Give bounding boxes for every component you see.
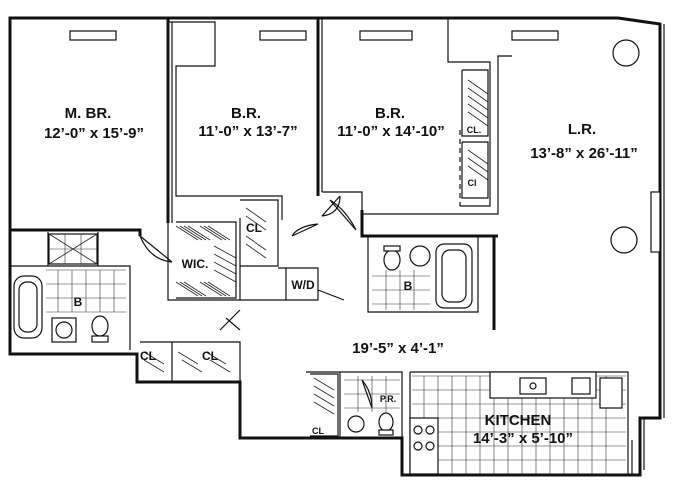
bedroom-2-name: B.R. xyxy=(231,105,261,122)
closet-label-br2: CL xyxy=(246,221,262,235)
small-labels: WIC. W/D CL CL. Cl CL CL CL B B P.R. xyxy=(74,125,482,436)
bath-1-label: B xyxy=(74,295,83,309)
windows xyxy=(69,30,661,253)
kitchen-fixtures xyxy=(409,371,626,475)
closet-label-powder: CL xyxy=(312,426,324,436)
living-room-dims: 13’-8” x 26’-11” xyxy=(530,145,638,162)
closet-label-br3-upper: CL. xyxy=(467,125,482,135)
bedroom-3-name: B.R. xyxy=(375,105,405,122)
living-room-name: L.R. xyxy=(568,121,596,138)
closet-label-hall-1: CL xyxy=(140,349,156,363)
closet-hatching xyxy=(143,69,489,437)
master-bath-fixtures xyxy=(13,233,126,343)
hallway-dims: 19’-5” x 4’-1” xyxy=(352,340,444,357)
powder-room-fixtures xyxy=(344,376,400,436)
master-bedroom-name: M. BR. xyxy=(65,105,112,122)
kitchen-dims: 14’-3” x 5’-10” xyxy=(473,430,573,447)
powder-room-label: P.R. xyxy=(380,394,396,404)
kitchen-name: KITCHEN xyxy=(485,412,552,429)
washer-dryer-label: W/D xyxy=(291,278,315,292)
closet-label-br3-lower: Cl xyxy=(468,178,477,188)
bath-2-fixtures xyxy=(372,243,473,310)
bedroom-2-dims: 11’-0” x 13’-7” xyxy=(198,123,297,140)
closet-label-hall-2: CL xyxy=(202,349,218,363)
room-labels: M. BR. 12’-0” x 15’-9” B.R. 11’-0” x 13’… xyxy=(44,105,638,447)
master-bedroom-dims: 12’-0” x 15’-9” xyxy=(44,125,144,142)
bath-2-label: B xyxy=(404,279,413,293)
exterior-walls xyxy=(8,16,665,477)
columns xyxy=(610,39,640,254)
interior-walls xyxy=(10,18,629,475)
bedroom-3-dims: 11’-0” x 14’-10” xyxy=(337,123,445,140)
wic-label: WIC. xyxy=(182,257,209,271)
bath-tile-grid xyxy=(46,269,126,313)
